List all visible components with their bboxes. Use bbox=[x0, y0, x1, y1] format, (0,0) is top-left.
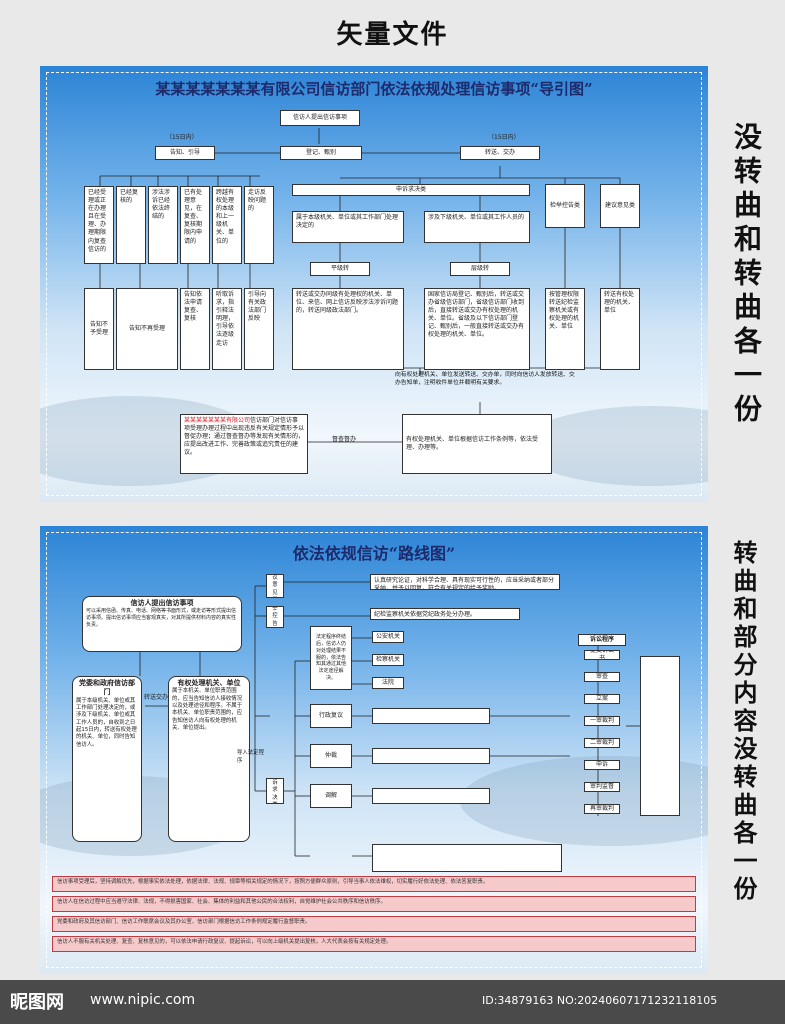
p2-inspect-node: 检举控告类 bbox=[266, 606, 284, 628]
p1-inspect-node: 检举控告类 bbox=[545, 184, 585, 228]
footer-bar: 昵图网 www.nipic.com ID:34879163 NO:2024060… bbox=[0, 980, 785, 1024]
p2-note-2: 信访人在信访过程中应当遵守法律、法规，不得损害国家、社会、集体的利益和其他公民的… bbox=[52, 896, 696, 912]
p1-left-result-1: 告知不予受理 bbox=[84, 288, 114, 370]
p2-party-node: 党委和政府信访部门属于本级机关、单位或其工作部门处理决定的，或涉及下级机关、单位… bbox=[72, 676, 142, 842]
p1-start-node: 信访人提出信访事项 bbox=[280, 110, 360, 126]
p1-left-result-3: 告知依法申请复查、复核 bbox=[180, 288, 210, 370]
p2-route-suggest: 认真研究论证，对科学合理、具有现实可行性的，应当采纳或者部分采纳，并予以回复，符… bbox=[370, 574, 560, 590]
p2-lit-step-8: 再审裁判 bbox=[584, 804, 620, 814]
p2-result-node bbox=[640, 656, 680, 816]
p2-appeal-node: 申诉求决类 bbox=[266, 778, 284, 804]
p2-authority-detail: 属于本机关、单位职责范围的，应当告知信访人接收情况以及处理途径和程序。不属于本机… bbox=[172, 688, 243, 731]
p2-row-mediation bbox=[372, 788, 490, 804]
footer-logo: 昵图网 bbox=[10, 992, 64, 1013]
p1-same-level: 平级转 bbox=[310, 262, 370, 276]
p1-left-col-6: 走访反映问题的 bbox=[244, 186, 274, 264]
panel2-title: 依法依规信访“路线图” bbox=[292, 544, 456, 563]
p2-authority-title: 有权处理机关、单位 bbox=[177, 679, 241, 687]
side-label-bottom: 转曲和部分内容没转曲各一份 bbox=[729, 540, 757, 904]
p2-procedure-node: 法定程序终结后，信访人仍对处理结果不服的，依法告知其通过其他法定途径解决。 bbox=[310, 626, 352, 690]
p1-transfer-node: 转送、交办 bbox=[460, 146, 540, 160]
p2-start-node: 信访人提出信访事项可以采用信函、传真、电话、网络等书面形式，或走访等形式提出信访… bbox=[82, 596, 242, 652]
p2-authority-node: 有权处理机关、单位属于本机关、单位职责范围的，应当告知信访人接收情况以及处理途径… bbox=[168, 676, 250, 842]
p2-procuratorate: 检察机关 bbox=[372, 654, 404, 666]
p2-lit-step-6: 申诉 bbox=[584, 760, 620, 770]
p2-admin-review: 行政复议 bbox=[310, 704, 352, 728]
p2-start-detail: 可以采用信函、传真、电话、网络等书面形式，或走访等形式提出信访事项。提出信访事项… bbox=[86, 608, 237, 628]
p2-lit-step-2: 审查 bbox=[584, 672, 620, 682]
p2-public-security: 公安机关 bbox=[372, 631, 404, 643]
p2-litigation-node: 诉讼程序 bbox=[578, 634, 626, 646]
p2-row-final bbox=[372, 844, 562, 872]
p1-same-level-detail: 转送或交办同级有处理权的机关、单位、来信、网上信访反映涉法涉诉问题的，转送同级政… bbox=[292, 288, 404, 370]
p2-note-1: 信访事项受理后，坚持调解优先，根据事实依法处理，依据法律、法规、规章等相关规定的… bbox=[52, 876, 696, 892]
p2-suggest-node: 建议意见类 bbox=[266, 574, 284, 598]
p1-guide-node: 告知、引导 bbox=[155, 146, 215, 160]
p1-left-col-2: 已经复核的 bbox=[116, 186, 146, 264]
p1-left-col-1: 已经受理或正在办理且在受理、办理期限内复查信访的 bbox=[84, 186, 114, 264]
p2-lit-step-7: 审判监督 bbox=[584, 782, 620, 792]
p1-left-result-2: 告知不再受理 bbox=[116, 288, 178, 370]
p1-register-node: 登记、甄别 bbox=[280, 146, 362, 160]
panel-guide-map: 某某某某某某某有限公司信访部门依法依规处理信访事项“导引图” bbox=[40, 66, 708, 502]
p2-route-inspect: 纪检监察机关依据党纪政务处分办理。 bbox=[370, 608, 520, 620]
header-title: 矢量文件 bbox=[336, 20, 449, 50]
p1-final-node: 有权处理机关、单位根据信访工作条例等，依法受理、办理等。 bbox=[402, 414, 552, 474]
footer-id: ID:34879163 NO:20240607171232118105 bbox=[482, 994, 718, 1007]
p1-inspect-detail: 按管理权限转送纪检监察机关或有权处理的机关、单位 bbox=[545, 288, 585, 370]
p2-court: 法院 bbox=[372, 677, 404, 689]
p1-left-col-5: 跨越有权处理的本级和上一级机关、单位的 bbox=[212, 186, 242, 264]
p2-arbitration: 仲裁 bbox=[310, 744, 352, 768]
p2-party-title: 党委和政府信访部门 bbox=[79, 679, 135, 697]
p1-left-col-3: 涉法涉诉已经依法终结的 bbox=[148, 186, 178, 264]
p1-supervise-text: 某某某某某某某有限公司信访部门对信访事项受理办理过程中出现违反有关规定情形予以督… bbox=[180, 414, 308, 474]
p2-law-track-label: 导入法定程序 bbox=[237, 750, 264, 764]
p1-left-result-5: 引导向有关政法部门反映 bbox=[244, 288, 274, 370]
p1-notice-text: 向有权处理机关、单位发送转送、交办单，同时向信访人发放转送、交办告知单，注明收件… bbox=[395, 372, 575, 386]
p2-transfer-label: 转送交办 bbox=[144, 694, 169, 701]
p1-days-right: （15日内） bbox=[488, 134, 520, 141]
p1-upper-level-desc: 涉及下级机关、单位或其工作人员的 bbox=[424, 211, 530, 243]
p1-supervise-body: 信访部门对信访事项受理办理过程中出现违反有关规定情形予以督促办理；通过督查督办等… bbox=[184, 417, 305, 457]
side-label-top: 没转曲和转曲各一份 bbox=[730, 122, 763, 428]
p2-lit-step-5: 二审裁判 bbox=[584, 738, 620, 748]
p2-start-title: 信访人提出信访事项 bbox=[130, 599, 194, 607]
p2-party-detail: 属于本级机关、单位或其工作部门处理决定的，或涉及下级机关、单位或其工作人员的，自… bbox=[76, 697, 137, 748]
p1-appeal-node: 申诉求决类 bbox=[292, 184, 530, 196]
p2-lit-step-4: 一审裁判 bbox=[584, 716, 620, 726]
p2-lit-step-3: 立案 bbox=[584, 694, 620, 704]
footer-url: www.nipic.com bbox=[90, 992, 196, 1008]
p2-row-arbitration bbox=[372, 748, 490, 764]
p1-suggest-node: 建议意见类 bbox=[600, 184, 640, 228]
p1-left-result-4: 听取诉求，指引释法明理，引导依法逐级走访 bbox=[212, 288, 242, 370]
p2-note-4: 信访人不服有关机关处理、复查、复核意见的，可以依法申请行政复议、提起诉讼，可以向… bbox=[52, 936, 696, 952]
p1-upper-level: 层级转 bbox=[450, 262, 510, 276]
p2-note-3: 党委和政府及其信访部门、信访工作联席会议及其办公室、信访部门根据信访工作条例规定… bbox=[52, 916, 696, 932]
p2-mediation: 调解 bbox=[310, 784, 352, 808]
panel1-title: 某某某某某某某有限公司信访部门依法依规处理信访事项“导引图” bbox=[155, 80, 593, 98]
panel1-connectors bbox=[99, 128, 621, 443]
p2-row-admin bbox=[372, 708, 490, 724]
p1-supervise-label: 督查督办 bbox=[332, 436, 357, 443]
p1-upper-level-detail: 国家信访局登记、甄别后，转送或交办省级信访部门，省级信访部门收到后，直接转送或交… bbox=[424, 288, 530, 370]
p1-suggest-detail: 转送有权处理的机关、单位 bbox=[600, 288, 640, 370]
p1-left-col-4: 已有处理意见，在复查、复核期限内申请的 bbox=[180, 186, 210, 264]
p1-company-name: 某某某某某某某有限公司 bbox=[184, 417, 251, 424]
p1-days-left: （15日内） bbox=[166, 134, 198, 141]
p1-same-level-desc: 属于本级机关、单位或其工作部门处理决定的 bbox=[292, 211, 404, 243]
p2-lit-step-1: 提交诉讼书 bbox=[584, 650, 620, 660]
